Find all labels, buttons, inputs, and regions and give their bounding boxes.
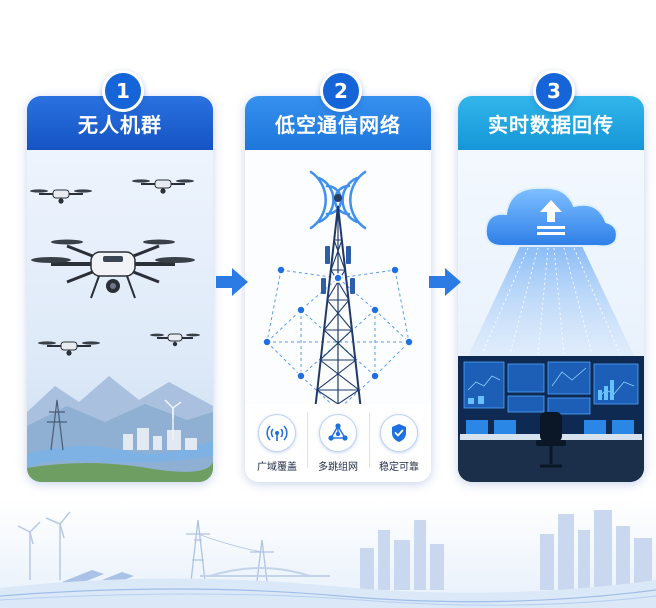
feature-label: 广域覆盖 [257,462,297,473]
drone-swarm-illustration [27,150,213,482]
step-number-badge: 2 [320,70,362,112]
network-nodes-icon [319,414,357,452]
step-card-drone-swarm: 无人机群 [27,96,213,482]
shield-check-icon [380,414,418,452]
step-card-data-backhaul: 实时数据回传 [458,96,644,482]
drone-small-left [30,189,92,204]
step-number-badge: 1 [102,70,144,112]
arrow-right-icon [216,268,248,296]
feature-divider [369,412,370,468]
feature-multi-hop: 多跳组网 [308,414,368,473]
feature-divider [307,412,308,468]
feature-reliable: 稳定可靠 [369,414,429,473]
feature-label: 多跳组网 [318,462,358,473]
antenna-signal-icon [258,414,296,452]
skyline-background [0,500,656,608]
feature-label: 稳定可靠 [379,462,419,473]
data-center-illustration [458,150,644,482]
step-number-badge: 3 [533,70,575,112]
cloud-upload-icon [484,186,618,248]
arrow-right-icon [429,268,461,296]
feature-wide-coverage: 广域覆盖 [247,414,307,473]
